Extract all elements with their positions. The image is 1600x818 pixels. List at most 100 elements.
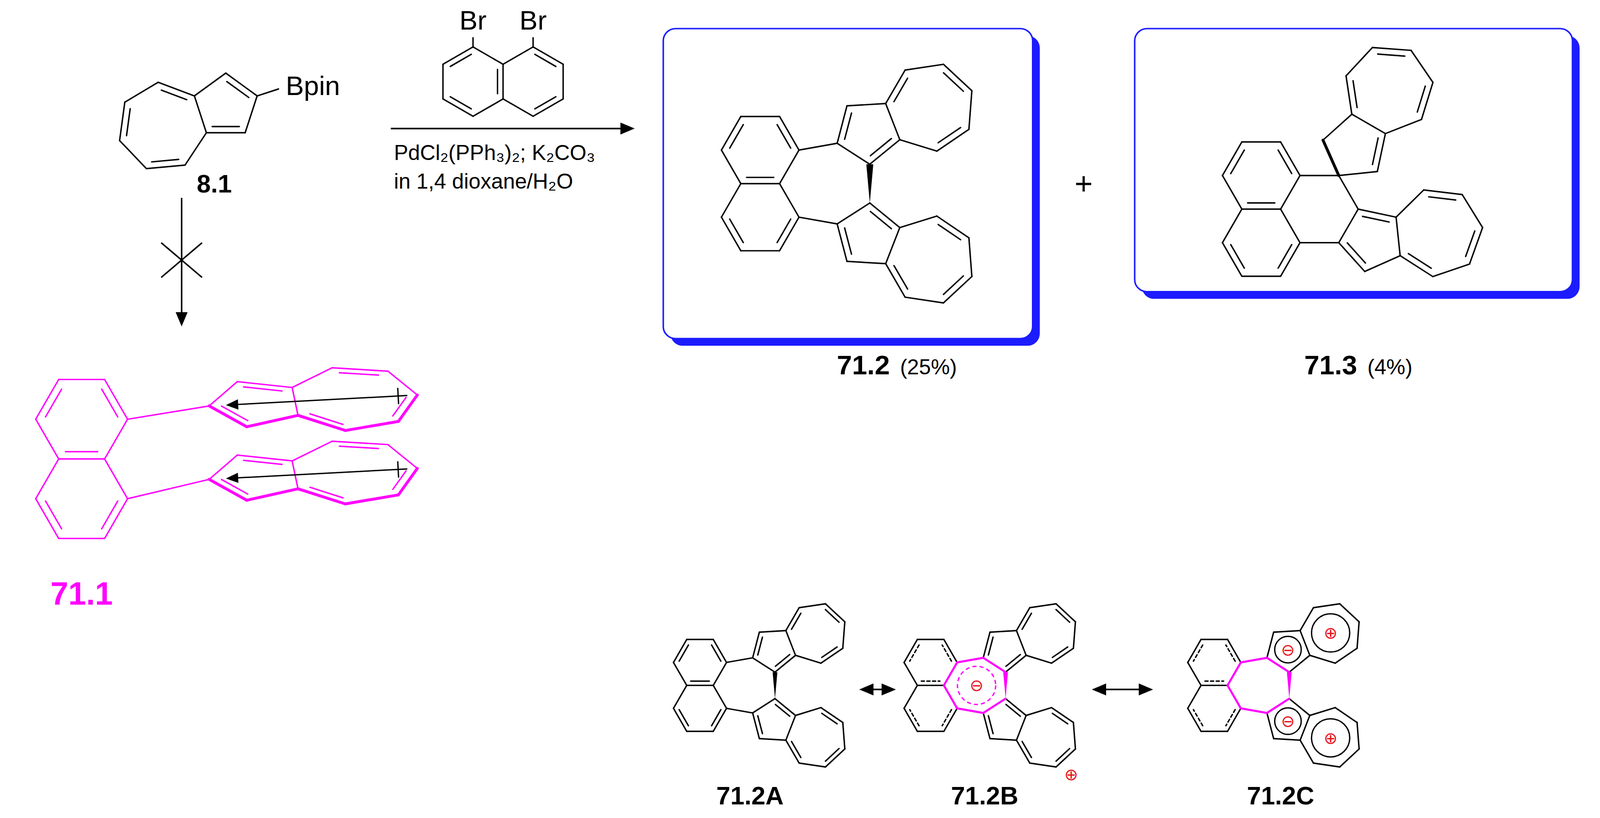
bond-line bbox=[292, 441, 332, 462]
bond-line bbox=[905, 297, 944, 304]
highlight-bond bbox=[1240, 658, 1268, 663]
resonance-c bbox=[1187, 604, 1359, 768]
reaction-arrows bbox=[161, 122, 635, 327]
bond-line bbox=[1016, 631, 1027, 656]
bond-line bbox=[1338, 209, 1359, 243]
bond-line bbox=[1432, 264, 1470, 278]
double-bond-line bbox=[844, 113, 852, 140]
bond-line bbox=[387, 371, 418, 395]
wedge-bond bbox=[772, 672, 778, 700]
double-bond-line bbox=[221, 406, 248, 421]
double-bond-line bbox=[711, 645, 721, 662]
arrow-head bbox=[620, 122, 635, 135]
double-bond-line bbox=[534, 97, 556, 110]
bond-line bbox=[503, 47, 534, 65]
bond-line bbox=[726, 658, 753, 663]
arrow-head bbox=[881, 684, 896, 697]
bond-line bbox=[785, 631, 796, 656]
bond-line bbox=[1241, 208, 1281, 211]
bond-line bbox=[1309, 655, 1336, 664]
bond-line bbox=[1423, 190, 1463, 196]
compound-number: 71.2A bbox=[716, 783, 784, 809]
double-bond-line bbox=[310, 487, 343, 499]
double-bond-line bbox=[101, 389, 118, 417]
bond-line bbox=[673, 685, 687, 709]
bond-line bbox=[686, 685, 714, 687]
highlight-bond bbox=[1266, 658, 1290, 673]
bond-line bbox=[842, 621, 845, 649]
dipole-arrow bbox=[233, 469, 408, 479]
bond-line bbox=[799, 143, 838, 151]
double-bond-line bbox=[690, 680, 710, 683]
bond-line bbox=[473, 98, 504, 117]
double-bond-line bbox=[1022, 613, 1032, 630]
double-bond-line bbox=[988, 716, 994, 735]
compound-number: 71.1 bbox=[50, 577, 113, 610]
double-bond-line bbox=[909, 710, 919, 727]
bond-line bbox=[1029, 763, 1057, 768]
bond-line bbox=[1339, 604, 1359, 622]
compound-number: 71.2 bbox=[836, 351, 890, 379]
double-bond-line bbox=[161, 90, 187, 100]
double-bond-line bbox=[1428, 196, 1456, 201]
bond-line bbox=[1266, 632, 1274, 659]
double-bond-line bbox=[392, 397, 407, 417]
bond-line bbox=[1300, 175, 1339, 177]
double-bond-line bbox=[791, 741, 801, 758]
bond-line bbox=[387, 444, 418, 469]
target-compound bbox=[35, 368, 418, 539]
bond-line bbox=[917, 638, 945, 641]
bond-line bbox=[721, 149, 741, 184]
bond-line bbox=[957, 658, 984, 663]
bond-line bbox=[442, 64, 444, 100]
bond-line bbox=[899, 216, 937, 229]
bond-line bbox=[1313, 604, 1340, 608]
bond-line bbox=[194, 73, 227, 97]
double-bond-line bbox=[1362, 216, 1390, 223]
bond-line bbox=[842, 722, 845, 750]
bond-line bbox=[1201, 731, 1228, 733]
double-bond-line bbox=[909, 645, 919, 662]
bond-line bbox=[1240, 658, 1268, 663]
highlight-bond bbox=[1227, 685, 1241, 709]
bond-line bbox=[1338, 175, 1359, 210]
highlight-bond bbox=[957, 658, 984, 663]
product-major bbox=[721, 64, 972, 304]
highlight-bond bbox=[1266, 699, 1290, 714]
bond-line bbox=[1309, 707, 1336, 716]
compound-number: 71.3 bbox=[1304, 351, 1357, 379]
bond-line bbox=[246, 489, 299, 501]
double-bond-line bbox=[943, 72, 964, 92]
bond-line bbox=[1339, 749, 1359, 768]
double-bond-line bbox=[988, 637, 994, 656]
dibromonaphthalene bbox=[442, 37, 564, 117]
bond-line bbox=[990, 738, 1017, 741]
double-bond-line bbox=[825, 609, 839, 623]
double-bond-line bbox=[757, 637, 763, 656]
bond-line bbox=[779, 183, 800, 218]
double-bond-line bbox=[870, 138, 892, 156]
bond-line bbox=[1289, 655, 1310, 673]
bond-line bbox=[1300, 607, 1314, 631]
bond-line bbox=[1346, 47, 1373, 77]
atom-label: Bpin bbox=[285, 72, 341, 100]
bond-line bbox=[1462, 194, 1483, 228]
bond-line bbox=[1396, 217, 1401, 256]
bond-line bbox=[1266, 713, 1274, 739]
bond-line bbox=[795, 655, 821, 664]
bond-line bbox=[799, 217, 838, 225]
atom-label: Br bbox=[519, 6, 547, 34]
bond-line bbox=[1346, 76, 1353, 115]
bond-line bbox=[1073, 722, 1076, 750]
double-bond-line bbox=[1022, 741, 1032, 758]
double-bond-line bbox=[942, 645, 952, 662]
double-bond-line bbox=[1193, 710, 1203, 727]
bond-line bbox=[785, 716, 796, 741]
bond-line bbox=[502, 64, 504, 100]
bond-line bbox=[779, 149, 800, 184]
charge-symbol: ⊖ bbox=[1281, 713, 1296, 730]
bond-line bbox=[1273, 631, 1301, 633]
bond-line bbox=[847, 261, 886, 264]
double-bond-line bbox=[45, 501, 62, 529]
